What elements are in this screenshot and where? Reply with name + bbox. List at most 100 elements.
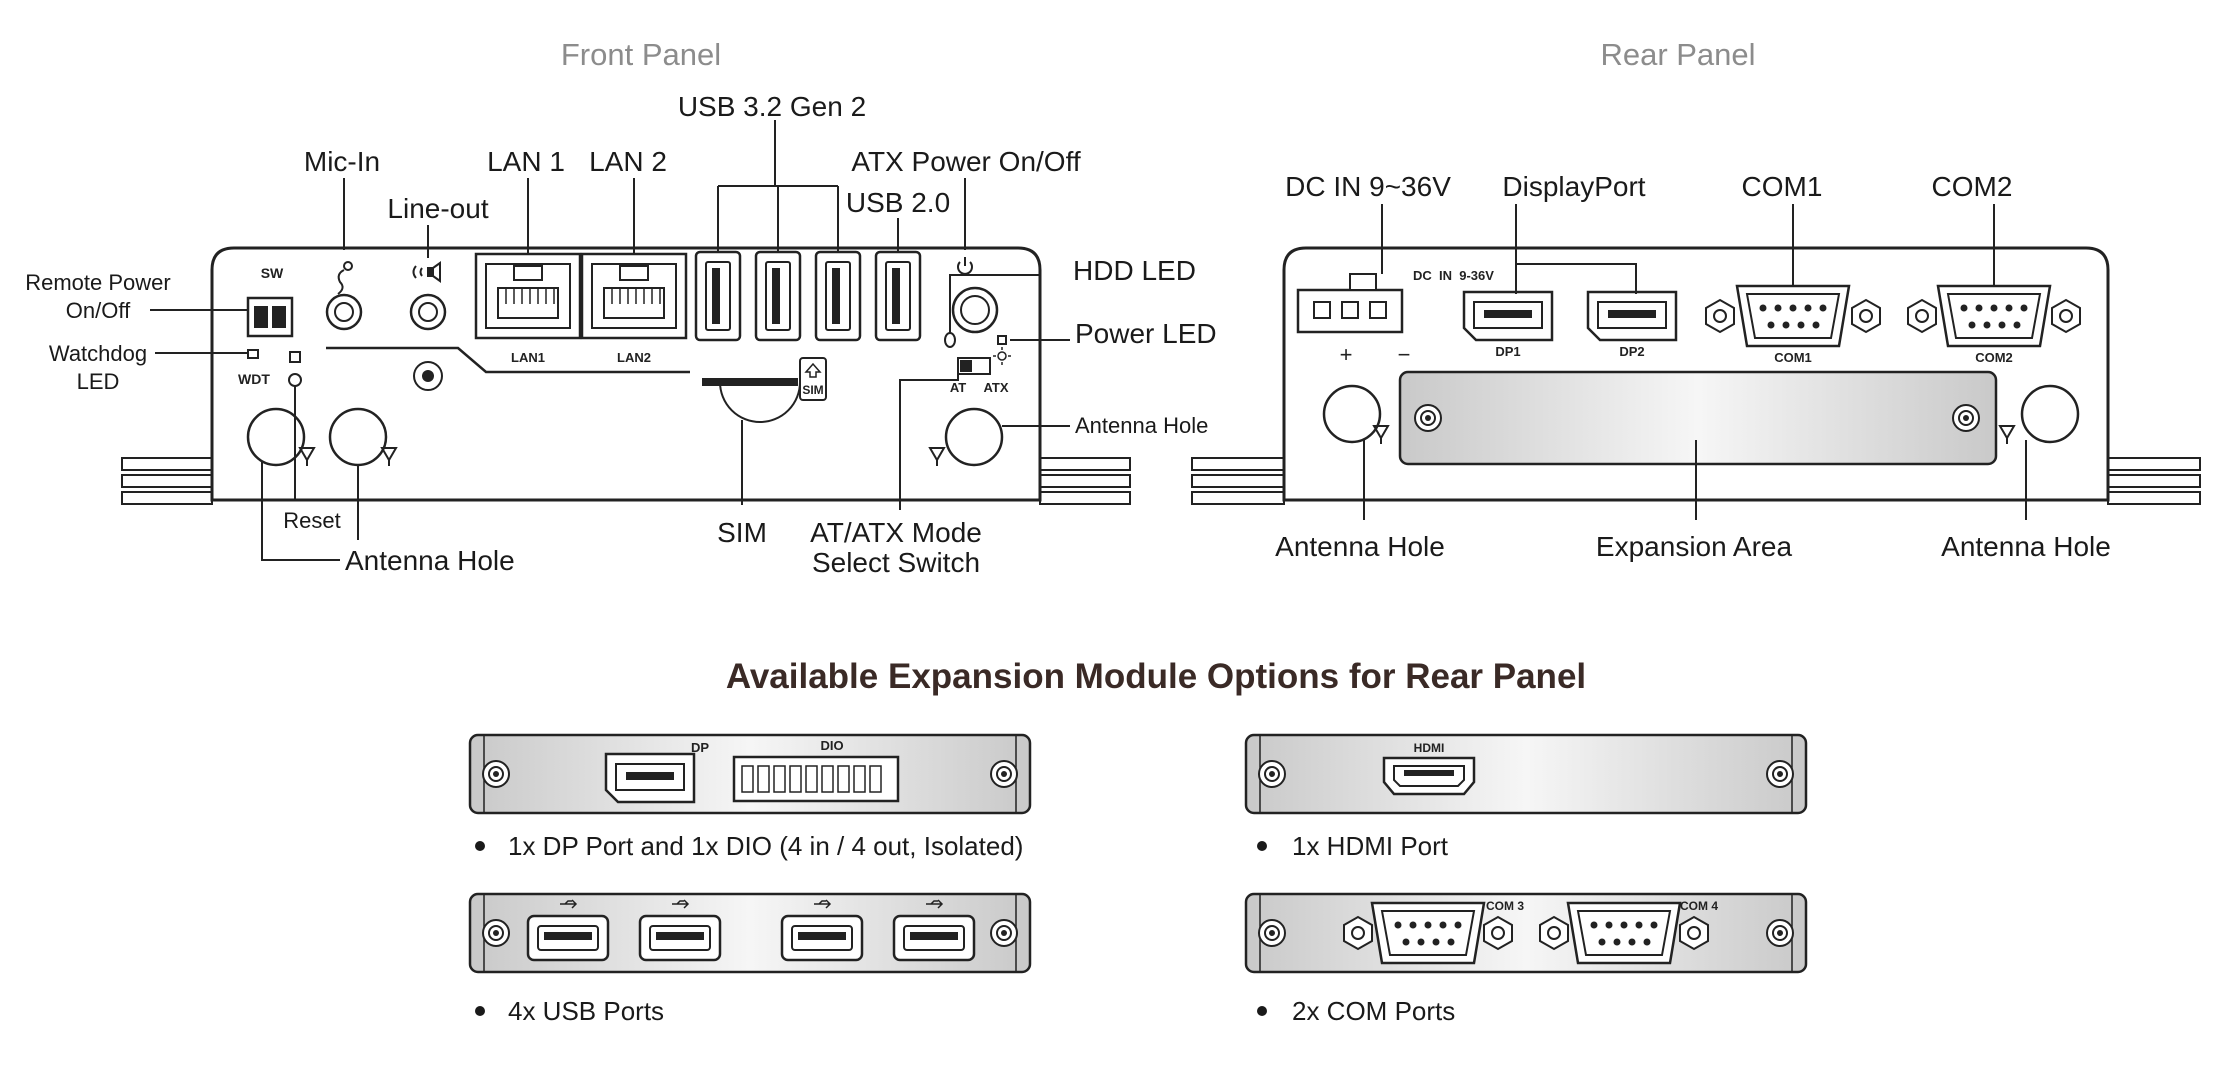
silk-dp2: DP2 xyxy=(1619,344,1644,359)
rear-antenna-hole-left xyxy=(1322,384,1382,444)
at-atx-switch-knob xyxy=(960,360,972,372)
label-displayport: DisplayPort xyxy=(1502,171,1645,202)
lan1-port[interactable] xyxy=(474,252,582,340)
label-dc-in: DC IN 9~36V xyxy=(1285,171,1451,202)
remote-power-pin-1 xyxy=(254,306,268,328)
silk-dc-in: DC IN 9-36V xyxy=(1413,268,1494,283)
module-plate xyxy=(468,892,1032,974)
line-out-jack-inner xyxy=(418,302,438,322)
front-panel-title: Front Panel xyxy=(561,37,721,72)
sun-icon xyxy=(993,347,1011,365)
rear-callout-labels: DC IN 9~36V DisplayPort COM1 COM2 Antenn… xyxy=(1275,171,2111,562)
silk-dp1: DP1 xyxy=(1495,344,1520,359)
label-usb32: USB 3.2 Gen 2 xyxy=(678,91,866,122)
silk-plus: + xyxy=(1340,342,1353,367)
silk-com4: COM 4 xyxy=(1680,899,1718,913)
sim-card-icon xyxy=(799,357,827,401)
module-screw-right xyxy=(1766,760,1794,788)
usb20-port[interactable] xyxy=(874,250,922,342)
module-screw-left xyxy=(482,760,510,788)
sim-cover-circle xyxy=(719,381,801,423)
expansion-area xyxy=(1398,370,1998,466)
module-screw-left xyxy=(482,919,510,947)
com2-port[interactable] xyxy=(1936,284,2052,348)
bullet-4 xyxy=(1257,1006,1267,1016)
module-screw-right xyxy=(990,760,1018,788)
module-screw-left xyxy=(1258,760,1286,788)
expansion-screw-right xyxy=(1952,404,1980,432)
label-expansion-area: Expansion Area xyxy=(1596,531,1793,562)
usb-port-1[interactable] xyxy=(526,914,610,962)
sim-arrow-icon xyxy=(804,362,822,378)
bullet-1 xyxy=(475,841,485,851)
com3-nut-left xyxy=(1343,916,1373,950)
silk-sim: SIM xyxy=(802,383,823,397)
silk-atx: ATX xyxy=(983,380,1008,395)
silk-dio: DIO xyxy=(820,738,843,753)
front-callout-lines xyxy=(150,120,1070,561)
label-antenna-hole-right: Antenna Hole xyxy=(1075,413,1208,438)
silk-wdt: WDT xyxy=(238,371,270,387)
bullet-3 xyxy=(475,1006,485,1016)
dp-port[interactable] xyxy=(604,752,696,804)
antenna-symbol-icons xyxy=(298,447,946,466)
com4-port[interactable] xyxy=(1566,901,1682,965)
speaker-icon xyxy=(412,261,441,283)
caption-com: 2x COM Ports xyxy=(1292,996,1455,1026)
dc-in-screws xyxy=(1313,301,1387,319)
atx-power-button-inner xyxy=(960,295,990,325)
module-screw-right xyxy=(990,919,1018,947)
label-mic-in: Mic-In xyxy=(304,146,380,177)
rear-antenna-symbol-icons xyxy=(1372,425,2016,444)
module-dp-dio: DP DIO xyxy=(468,733,1032,815)
module-screw-left xyxy=(1258,919,1286,947)
lan2-port[interactable] xyxy=(580,252,688,340)
reset-led xyxy=(289,351,301,363)
silk-dp: DP xyxy=(691,740,709,755)
mic-icon xyxy=(337,261,353,295)
com3-port[interactable] xyxy=(1370,901,1486,965)
usb-port-2[interactable] xyxy=(638,914,722,962)
com1-port[interactable] xyxy=(1735,284,1851,348)
label-watchdog: Watchdog xyxy=(49,341,147,366)
silk-at: AT xyxy=(950,380,966,395)
module-hdmi: HDMI xyxy=(1244,733,1808,815)
dp1-port[interactable] xyxy=(1462,290,1554,342)
rear-antenna-hole-right xyxy=(2020,384,2080,444)
module-screw-right xyxy=(1766,919,1794,947)
usb32-port-2[interactable] xyxy=(754,250,802,342)
label-com2: COM2 xyxy=(1932,171,2013,202)
com2-nut-right xyxy=(2051,299,2081,333)
usb32-port-3[interactable] xyxy=(814,250,862,342)
hdmi-port-contacts xyxy=(1404,770,1454,776)
reset-button[interactable] xyxy=(288,373,302,387)
silk-hdmi: HDMI xyxy=(1414,741,1445,755)
coax-connector-inner xyxy=(422,370,434,382)
label-remote-power-2: On/Off xyxy=(66,298,131,323)
label-watchdog-2: LED xyxy=(77,369,120,394)
silk-com3: COM 3 xyxy=(1486,899,1524,913)
module-plate xyxy=(1244,733,1808,815)
label-lan2: LAN 2 xyxy=(589,146,667,177)
front-right-flange xyxy=(1039,457,1131,505)
front-callout-labels: Remote Power On/Off Watchdog LED Mic-In … xyxy=(25,91,1216,578)
usb32-port-1[interactable] xyxy=(694,250,742,342)
usb-port-3[interactable] xyxy=(780,914,864,962)
dio-pins xyxy=(741,765,882,793)
rear-panel-device: DC IN 9-36V + − DP1 DP2 COM1 COM2 xyxy=(1191,246,2201,505)
silk-com1: COM1 xyxy=(1774,350,1812,365)
sim-slot[interactable] xyxy=(702,378,798,386)
label-usb20: USB 2.0 xyxy=(846,187,950,218)
dc-in-connector-top xyxy=(1349,273,1377,291)
label-line-out: Line-out xyxy=(387,193,488,224)
caption-hdmi: 1x HDMI Port xyxy=(1292,831,1449,861)
power-icon xyxy=(957,257,973,275)
label-remote-power: Remote Power xyxy=(25,270,171,295)
label-power-led: Power LED xyxy=(1075,318,1217,349)
usb-port-4[interactable] xyxy=(892,914,976,962)
rear-right-flange xyxy=(2107,457,2201,505)
dp2-port[interactable] xyxy=(1586,290,1678,342)
caption-dp-dio: 1x DP Port and 1x DIO (4 in / 4 out, Iso… xyxy=(508,831,1023,861)
label-rear-antenna-right: Antenna Hole xyxy=(1941,531,2111,562)
remote-power-pin-2 xyxy=(272,306,286,328)
